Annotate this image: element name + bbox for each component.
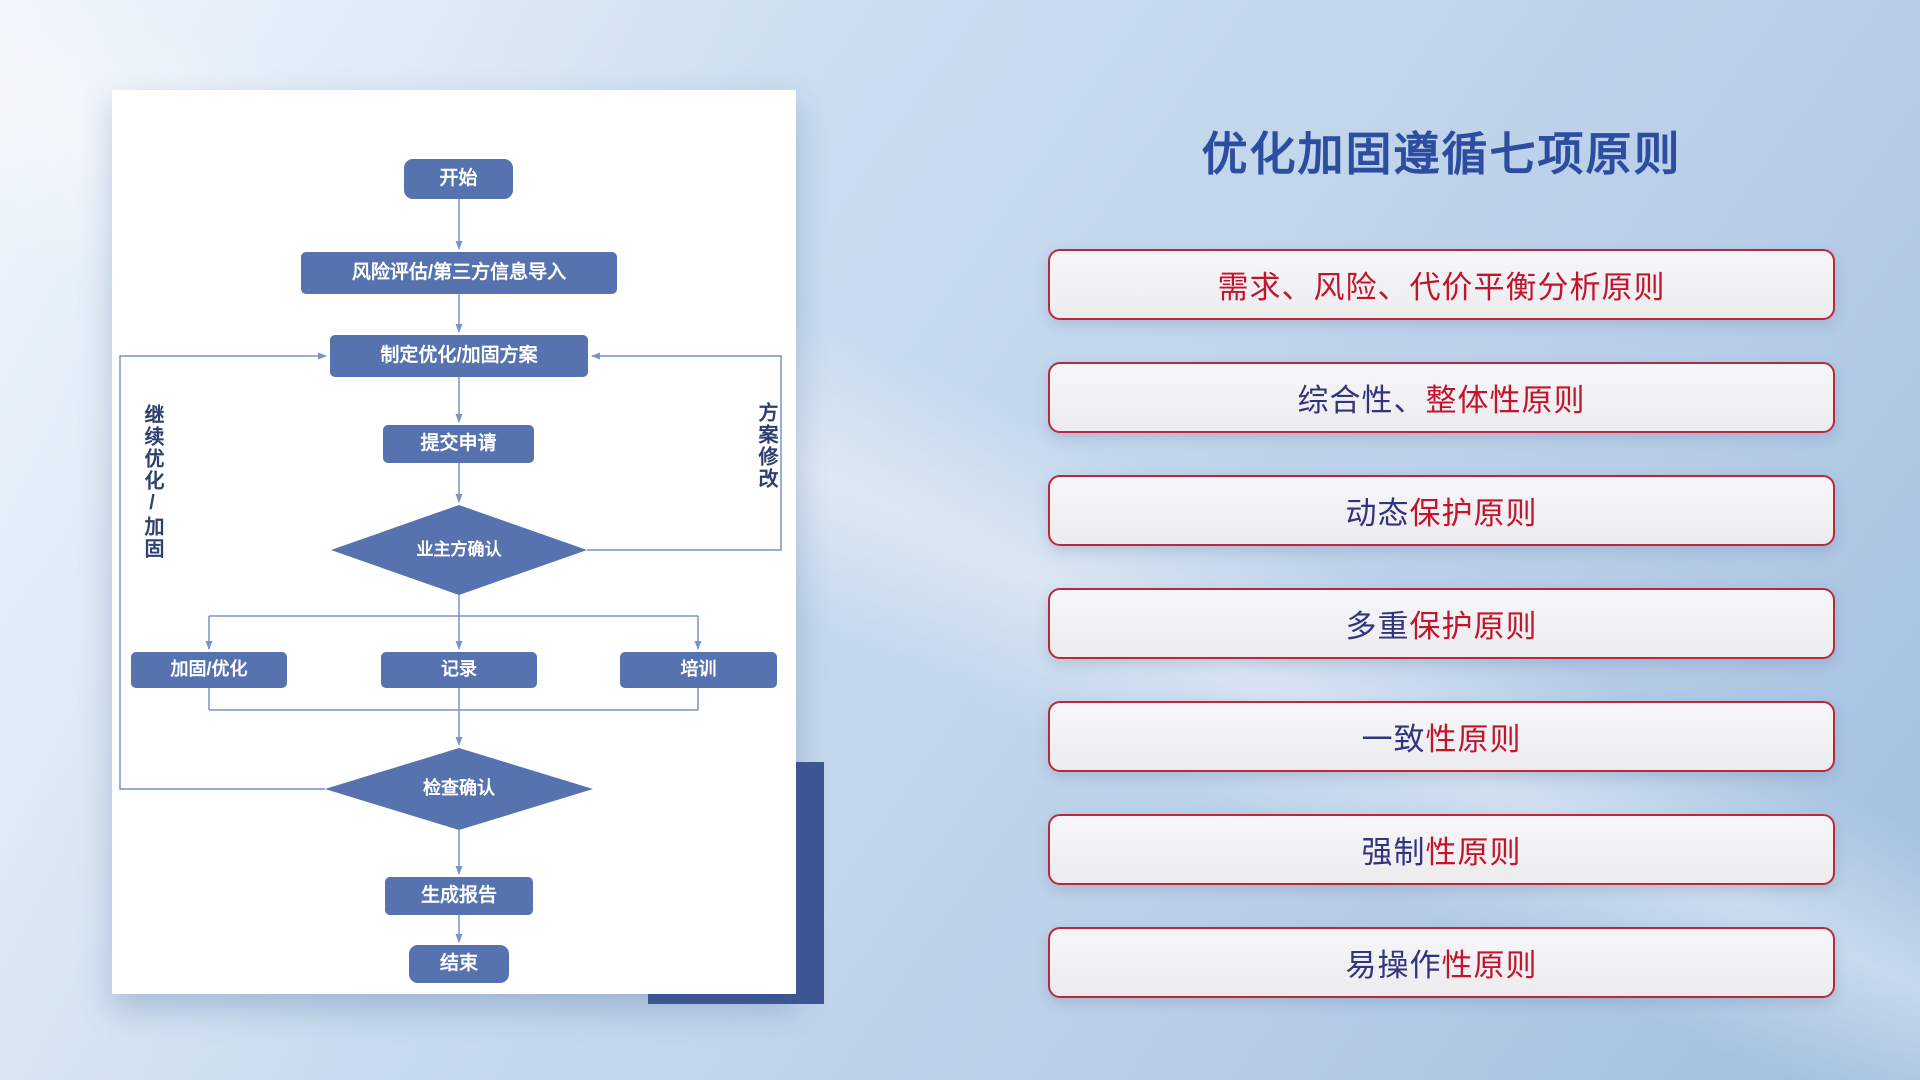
principle-text: 需求、风险、代价平衡分析原则 [1217, 270, 1666, 305]
principle-text: 性原则 [1441, 948, 1538, 983]
connector-lines [119, 199, 782, 943]
flow-node-record: 记录 [381, 652, 537, 688]
principle-box-5: 一致性原则 [1048, 701, 1835, 772]
flow-node-harden-optimize: 加固/优化 [131, 652, 287, 688]
flowchart-card: 开始 风险评估/第三方信息导入 制定优化/加固方案 提交申请 业主方确认 加固/… [112, 90, 796, 994]
flow-node-end: 结束 [409, 945, 509, 983]
principle-box-7: 易操作性原则 [1048, 927, 1835, 998]
principle-text: 保护原则 [1409, 609, 1538, 644]
loop-label-continue-optimize: 继续优化/加固 [141, 404, 163, 560]
principle-box-4: 多重保护原则 [1048, 588, 1835, 659]
principle-text: 一致 [1361, 722, 1426, 757]
principle-box-1: 需求、风险、代价平衡分析原则 [1048, 249, 1835, 320]
flowchart-connectors [119, 199, 782, 943]
principle-text: 易操作 [1345, 948, 1442, 983]
principle-box-6: 强制性原则 [1048, 814, 1835, 885]
principle-text: 强制 [1361, 835, 1426, 870]
page-title: 优化加固遵循七项原则 [1201, 128, 1682, 180]
principle-text: 动态 [1345, 496, 1410, 531]
loop-label-plan-revision: 方案修改 [755, 402, 777, 490]
flow-node-make-plan: 制定优化/加固方案 [330, 335, 588, 377]
flow-node-training: 培训 [620, 652, 777, 688]
principle-text: 性原则 [1425, 722, 1522, 757]
principle-text: 保护原则 [1409, 496, 1538, 531]
flow-node-submit-application: 提交申请 [383, 425, 534, 463]
flow-node-generate-report: 生成报告 [385, 877, 533, 915]
principle-text: 多重 [1345, 609, 1410, 644]
principle-box-3: 动态保护原则 [1048, 475, 1835, 546]
principle-text: 性原则 [1425, 835, 1522, 870]
flow-node-start: 开始 [404, 159, 513, 199]
principle-text: 综合性、 [1297, 383, 1426, 418]
flow-node-risk-assessment: 风险评估/第三方信息导入 [301, 252, 617, 294]
principle-text: 整体性原则 [1425, 383, 1586, 418]
principles-list: 需求、风险、代价平衡分析原则综合性、整体性原则动态保护原则多重保护原则一致性原则… [1048, 249, 1835, 1040]
principle-box-2: 综合性、整体性原则 [1048, 362, 1835, 433]
